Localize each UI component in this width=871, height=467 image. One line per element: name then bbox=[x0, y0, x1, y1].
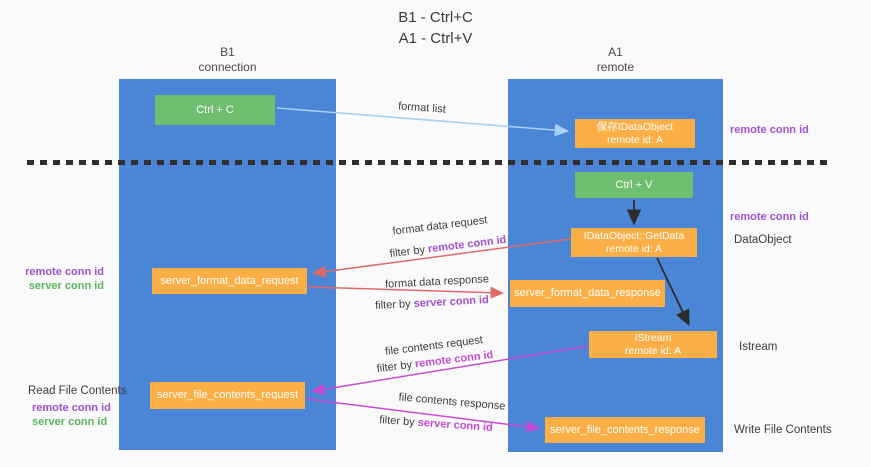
node-ctrl-c: Ctrl + C bbox=[155, 95, 275, 125]
diagram-title: B1 - Ctrl+C A1 - Ctrl+V bbox=[0, 7, 871, 49]
getdata-line1: IDataObject::GetData bbox=[583, 229, 685, 242]
lane-a1-name: A1 bbox=[608, 45, 623, 59]
left-file-server-conn-id: server conn id bbox=[32, 416, 108, 428]
title-line-1: B1 - Ctrl+C bbox=[398, 9, 473, 26]
edge-label-format-response-filter: filter by server conn id bbox=[375, 294, 489, 312]
node-server-file-contents-response: server_file_contents_response bbox=[545, 417, 705, 443]
edge-label-format-request-filter: filter by remote conn id bbox=[389, 234, 507, 260]
dashed-divider-line bbox=[27, 160, 833, 165]
filter-key-remote-conn-id: remote conn id bbox=[427, 233, 507, 256]
node-istream: IStream remote id: A bbox=[589, 331, 717, 358]
left-file-remote-conn-id: remote conn id bbox=[32, 402, 111, 414]
filter-by-prefix: filter by bbox=[374, 297, 414, 312]
ctrl-c-label: Ctrl + C bbox=[196, 103, 234, 116]
node-save-dataobject: 保存IDataObject remote id: A bbox=[575, 119, 695, 148]
node-ctrl-v: Ctrl + V bbox=[575, 172, 693, 198]
istream-line2: remote id: A bbox=[624, 344, 682, 357]
format-response-label: server_format_data_response bbox=[514, 287, 661, 299]
filter-key-server-conn-id: server conn id bbox=[417, 416, 494, 434]
lane-b1-role: connection bbox=[198, 60, 257, 74]
right-top-remote-conn-id: remote conn id bbox=[730, 124, 809, 136]
write-file-contents-label: Write File Contents bbox=[734, 424, 832, 436]
format-request-label: server_format_data_request bbox=[160, 274, 299, 287]
istream-side-label: Istream bbox=[739, 341, 778, 353]
lane-header-a1: A1 remote bbox=[508, 45, 723, 75]
filter-by-prefix: filter by bbox=[378, 414, 419, 429]
title-line-2: A1 - Ctrl+V bbox=[398, 30, 473, 47]
node-server-format-data-response: server_format_data_response bbox=[510, 280, 665, 307]
lane-b1-name: B1 bbox=[220, 45, 235, 59]
istream-line1: IStream bbox=[634, 331, 672, 344]
dataobject-label: DataObject bbox=[734, 234, 792, 246]
filter-by-prefix: filter by bbox=[376, 358, 416, 376]
read-file-contents-label: Read File Contents bbox=[28, 385, 127, 397]
node-server-file-contents-request: server_file_contents_request bbox=[150, 382, 305, 409]
edge-label-format-data-response: format data response bbox=[384, 273, 490, 291]
file-request-label: server_file_contents_request bbox=[156, 389, 299, 401]
left-format-server-conn-id: server conn id bbox=[28, 280, 104, 292]
edge-label-format-list: format list bbox=[397, 100, 447, 116]
file-response-label: server_file_contents_response bbox=[550, 423, 700, 436]
lane-a1-role: remote bbox=[596, 60, 635, 74]
save-dataobject-line1: 保存IDataObject bbox=[596, 120, 674, 133]
getdata-line2: remote id: A bbox=[605, 242, 663, 255]
lane-header-b1: B1 connection bbox=[119, 45, 336, 75]
filter-by-prefix: filter by bbox=[389, 243, 429, 261]
right-mid-remote-conn-id: remote conn id bbox=[730, 211, 809, 223]
edge-label-format-data-request: format data request bbox=[391, 214, 489, 238]
ctrl-v-label: Ctrl + V bbox=[615, 178, 653, 191]
node-idataobject-getdata: IDataObject::GetData remote id: A bbox=[571, 228, 697, 257]
edge-label-file-response-filter: filter by server conn id bbox=[379, 414, 493, 434]
filter-key-server-conn-id: server conn id bbox=[413, 294, 490, 310]
left-format-remote-conn-id: remote conn id bbox=[25, 266, 104, 278]
node-server-format-data-request: server_format_data_request bbox=[152, 268, 307, 294]
edge-label-file-contents-response: file contents response bbox=[398, 391, 506, 413]
save-dataobject-line2: remote id: A bbox=[606, 133, 664, 146]
